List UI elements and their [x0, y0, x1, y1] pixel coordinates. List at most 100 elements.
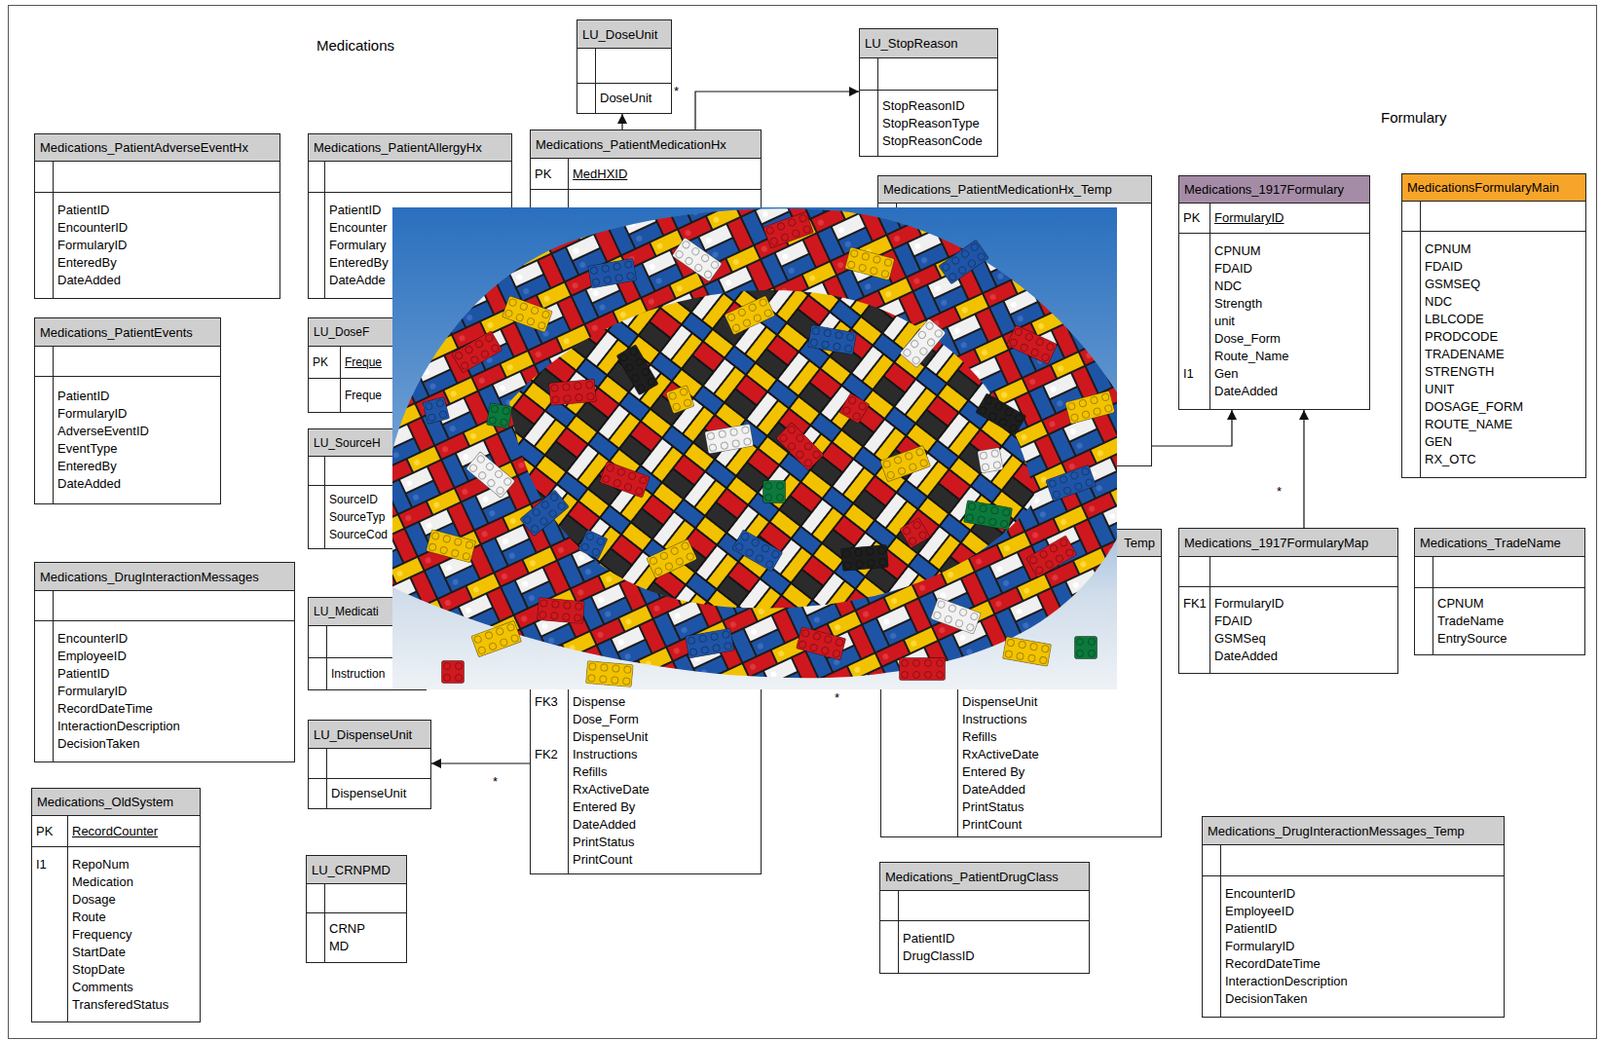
field-row: Route_Name	[1179, 347, 1370, 366]
lego-brick	[839, 393, 870, 424]
field-name: Refills	[572, 764, 607, 780]
field-cell: PatientID	[324, 201, 381, 220]
key-cell	[306, 937, 325, 956]
key-cell: PK	[308, 353, 340, 372]
key-column-divider	[877, 90, 879, 156]
field-row: PatientID	[35, 201, 280, 220]
table-name: Temp	[1123, 535, 1155, 551]
field-row: I1Gen	[1179, 365, 1370, 383]
field-row: PKRecordCounter	[32, 822, 200, 841]
key-label: FK1	[1183, 595, 1207, 611]
key-column-divider	[52, 346, 54, 376]
lego-brick	[1026, 535, 1078, 578]
field-cell: DateAdded	[1209, 647, 1278, 666]
field-list	[35, 591, 295, 621]
field-list	[880, 891, 1089, 921]
field-name: DispenseUnit	[331, 785, 407, 801]
lego-brick	[588, 258, 637, 289]
key-cell	[32, 943, 68, 962]
field-name: PatientID	[57, 666, 110, 681]
key-cell: PK	[1179, 209, 1210, 227]
field-row: StopDate	[32, 961, 200, 979]
table-header: Medications_PatientMedicationHx_Temp	[878, 176, 1152, 204]
key-column-divider	[877, 58, 879, 90]
field-name: Dispense	[572, 694, 626, 709]
field-cell: Dosage	[67, 891, 116, 909]
relationship-arrow	[1152, 409, 1232, 447]
table-box: LU_DispenseUnitDispenseUnit	[307, 719, 432, 810]
field-name: PatientID	[57, 388, 110, 404]
field-row: DateAdded	[35, 271, 280, 290]
table-section: CPNUMTradeNameEntrySource	[1414, 587, 1585, 655]
field-name: Instructions	[962, 711, 1027, 727]
field-name: FormularyID	[57, 406, 128, 421]
table-name: Medications_1917FormularyMap	[1184, 535, 1369, 551]
key-cell	[880, 947, 898, 966]
field-list	[306, 884, 407, 913]
field-cell: EntrySource	[1432, 630, 1508, 648]
key-label: I1	[36, 856, 47, 872]
field-row: Dose_Form	[1179, 330, 1370, 348]
field-name: PrintStatus	[572, 834, 635, 850]
field-name: UNIT	[1424, 381, 1454, 397]
field-row: PatientID	[35, 665, 295, 683]
field-row: TransferedStatus	[32, 996, 200, 1014]
field-cell: MD	[324, 937, 349, 956]
field-cell: DispenseUnit	[957, 693, 1038, 711]
table-box: LU_CRNPMDCRNPMD	[305, 855, 408, 964]
field-cell: PatientID	[52, 665, 110, 683]
field-cell: Entered By	[567, 798, 635, 817]
field-name: RecordCounter	[72, 823, 158, 839]
table-section: PatientIDEncounterIDFormularyIDEnteredBy…	[35, 191, 280, 298]
table-name: Medications_PatientAdverseEventHx	[39, 140, 249, 155]
field-row: Entered By	[881, 763, 1161, 782]
field-cell: Refills	[567, 763, 607, 782]
field-row: InteractionDescription	[1202, 972, 1504, 991]
key-column-divider	[897, 921, 899, 973]
table-box: Medications_OldSystemPKRecordCounterI1Re…	[31, 787, 201, 1023]
table-name: Medications_PatientMedicationHx_Temp	[883, 182, 1113, 197]
lego-brick	[585, 661, 633, 688]
lego-brick	[977, 446, 1005, 474]
lego-brick	[485, 403, 513, 430]
lego-brick	[451, 331, 503, 373]
field-cell: EmployeeID	[1220, 902, 1295, 921]
field-cell: RecordDateTime	[1220, 955, 1321, 973]
key-cell	[1202, 902, 1221, 921]
field-cell: Gen	[1209, 365, 1239, 383]
key-cell	[32, 961, 68, 979]
field-list	[308, 161, 512, 192]
field-row: Dosage	[32, 891, 200, 909]
key-cell	[577, 89, 596, 108]
field-row: NDC	[1402, 293, 1586, 311]
table-name: MedicationsFormularyMain	[1407, 180, 1560, 195]
field-row: I1RepoNum	[32, 855, 200, 874]
field-cell: DispenseUnit	[567, 728, 648, 746]
field-name: DecisionTaken	[57, 736, 141, 751]
table-header: Medications_OldSystem	[32, 788, 200, 817]
table-section: I1RepoNumMedicationDosageRouteFrequencyS…	[32, 846, 200, 1022]
field-row: CRNP	[306, 920, 407, 938]
field-list: PatientIDDrugClassID	[880, 921, 1089, 973]
key-column-divider	[326, 748, 328, 779]
key-cell: I1	[1179, 365, 1210, 383]
key-column-divider	[52, 591, 54, 621]
lego-brick	[795, 627, 846, 661]
field-name: STRENGTH	[1424, 364, 1495, 379]
key-column-divider	[567, 158, 569, 189]
table-section	[880, 891, 1089, 921]
key-cell	[880, 930, 898, 948]
field-row: PatientID	[1202, 920, 1504, 938]
field-name: CPNUM	[1437, 595, 1485, 611]
field-list: CRNPMD	[306, 913, 407, 963]
key-cell	[308, 219, 325, 237]
key-cell	[32, 996, 68, 1014]
table-name: Medications_TradeName	[1419, 535, 1562, 551]
field-cell: RecordDateTime	[52, 700, 153, 718]
field-cell: EncounterID	[52, 219, 128, 237]
field-name: PatientID	[1225, 921, 1277, 936]
field-name: Instruction	[331, 667, 385, 681]
field-name: InteractionDescription	[1225, 973, 1348, 989]
table-name: LU_DoseUnit	[582, 27, 658, 42]
field-row: DispenseUnit	[530, 728, 761, 746]
